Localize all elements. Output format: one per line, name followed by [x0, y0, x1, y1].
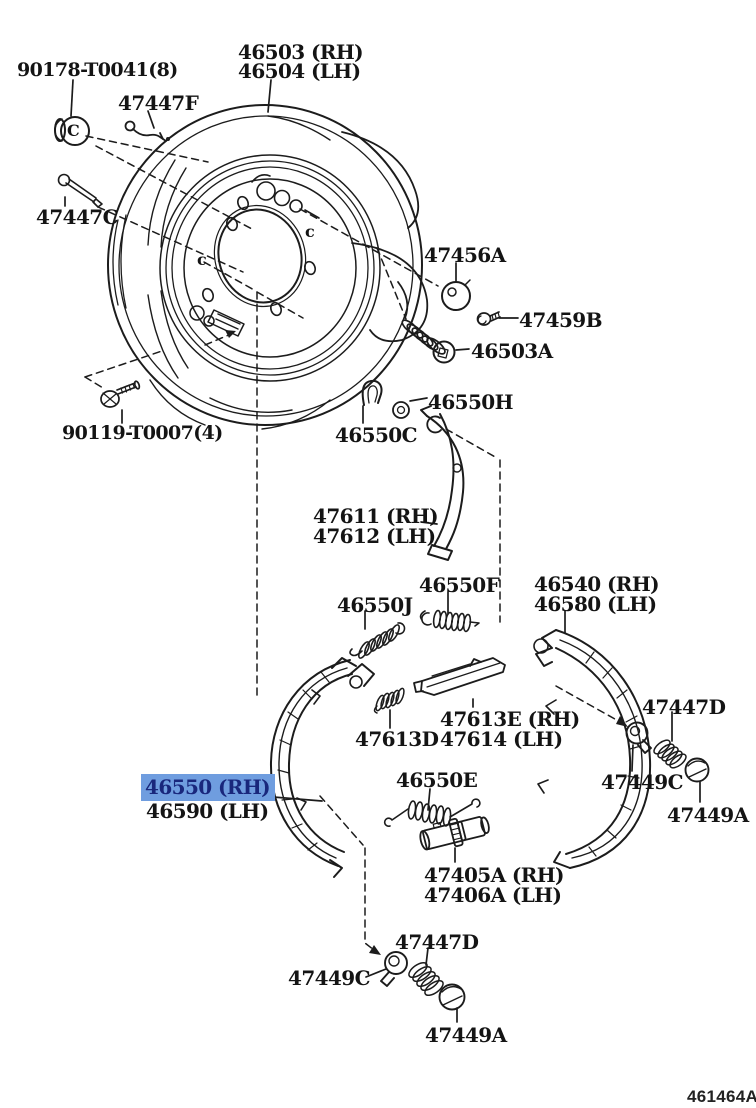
part-label-90178-t0041[interactable]: 90178-T0041(8): [17, 59, 178, 81]
part-label-47459b[interactable]: 47459B: [519, 308, 602, 332]
part-label-46550f[interactable]: 46550F: [419, 573, 500, 597]
part-label-47406a-lh[interactable]: 47406A (LH): [424, 883, 562, 907]
part-label-47449c-right[interactable]: 47449C: [601, 770, 684, 794]
part-label-46550h[interactable]: 46550H: [428, 390, 513, 414]
part-label-47447d-right[interactable]: 47447D: [642, 695, 726, 719]
part-label-47611-rh[interactable]: 47611 (RH): [313, 504, 439, 528]
part-label-47449a-right[interactable]: 47449A: [667, 803, 749, 827]
strut-drawing: [413, 657, 506, 696]
part-label-47449c-bottom[interactable]: 47449C: [288, 966, 371, 990]
shoe-left-drawing: [269, 657, 375, 878]
part-label-46504-lh[interactable]: 46504 (LH): [238, 59, 361, 83]
pin-drawing: [57, 173, 103, 208]
part-label-47447f[interactable]: 47447F: [118, 91, 199, 115]
part-label-47447c[interactable]: 47447C: [36, 205, 119, 229]
washer-bottom-drawing: [380, 951, 408, 987]
grommet-c-mark: C: [67, 121, 80, 140]
adjuster-drawing: [419, 816, 490, 851]
hole-plug-bottom-drawing: [408, 961, 444, 997]
part-label-46540-rh[interactable]: 46540 (RH): [534, 572, 660, 596]
spring-f-drawing: [419, 609, 480, 633]
shoe-hold-bolt-drawing: [401, 319, 456, 364]
spring-j-drawing: [349, 622, 406, 659]
part-label-46580-lh[interactable]: 46580 (LH): [534, 592, 657, 616]
part-label-47449a-bottom[interactable]: 47449A: [425, 1023, 507, 1047]
part-label-47612-lh[interactable]: 47612 (LH): [313, 524, 436, 548]
part-label-46550e[interactable]: 46550E: [396, 768, 478, 792]
cap-bottom-drawing: [438, 983, 466, 1011]
part-label-47447d-bottom[interactable]: 47447D: [395, 930, 479, 954]
marker-c-2: c: [197, 250, 207, 269]
part-label-46503-rh[interactable]: 46503 (RH): [238, 40, 364, 64]
part-label-47405a-rh[interactable]: 47405A (RH): [424, 863, 565, 887]
plate-adjuster-detail: [189, 305, 245, 337]
shoe-right-drawing: [533, 629, 652, 869]
washer-right-drawing: [625, 721, 652, 754]
part-label-47456a[interactable]: 47456A: [424, 243, 506, 267]
cam-drawing: [441, 279, 471, 311]
backing-plate-drawing: [107, 104, 429, 430]
shoe-spring-drawing: [383, 798, 481, 828]
nut-drawing: [392, 401, 410, 419]
figure-code: 461464A: [687, 1087, 756, 1106]
hole-plug-right-drawing: [653, 739, 687, 769]
part-label-46590-lh[interactable]: 46590 (LH): [146, 799, 269, 823]
part-label-46550c[interactable]: 46550C: [335, 423, 418, 447]
plate-lever-detail: [251, 174, 320, 219]
part-label-47613e-rh[interactable]: 47613E (RH): [440, 707, 580, 731]
part-label-46503a[interactable]: 46503A: [471, 339, 553, 363]
strut-spring-drawing: [373, 687, 405, 714]
small-bolt-drawing: [476, 311, 501, 326]
leader-lines: [64, 79, 701, 1023]
cap-right-drawing: [684, 757, 710, 783]
wire-clip-drawing: [124, 120, 170, 142]
plate-bolt-drawing: [100, 380, 141, 408]
part-label-47614-lh[interactable]: 47614 (LH): [440, 727, 563, 751]
marker-c-1: c: [305, 222, 315, 241]
part-label-90119-t0007[interactable]: 90119-T0007(4): [62, 422, 223, 444]
c-washer-drawing: [361, 379, 383, 406]
part-label-46550-rh-selected[interactable]: 46550 (RH): [141, 774, 275, 801]
grommet-drawing: [54, 116, 90, 146]
part-label-46550j[interactable]: 46550J: [337, 593, 413, 617]
lever-drawing: [420, 405, 465, 561]
part-label-47613d[interactable]: 47613D: [355, 727, 439, 751]
